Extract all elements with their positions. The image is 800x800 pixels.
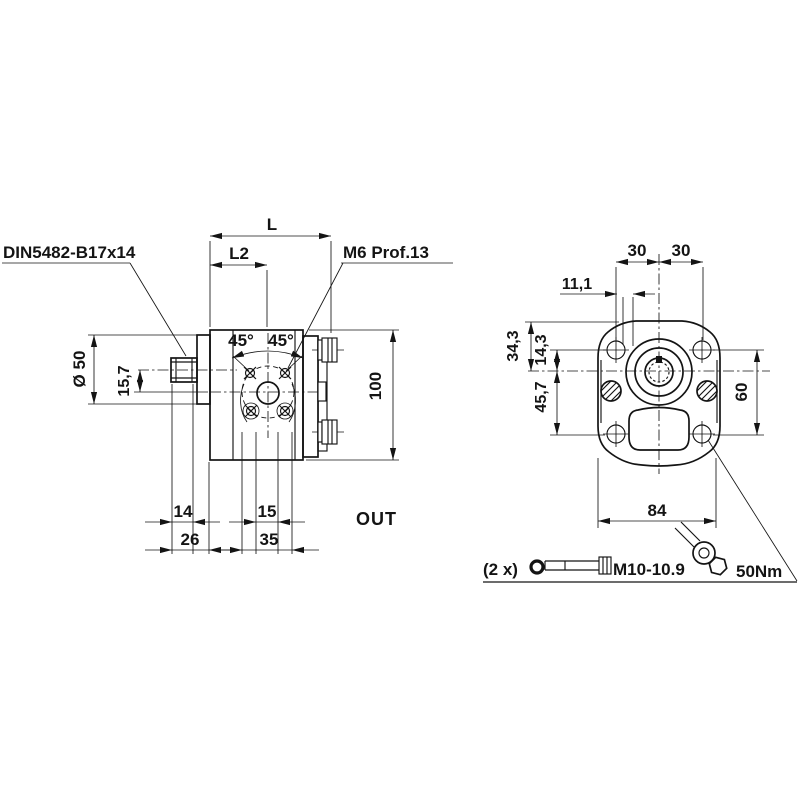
angle-annotation: 45° 45°	[228, 331, 304, 372]
torque-wrench-icon	[674, 521, 728, 576]
tapped-hole-icon	[243, 366, 292, 418]
rear-cover	[302, 335, 344, 458]
torque-value-label: 50Nm	[736, 562, 782, 581]
splined-shaft	[170, 357, 198, 383]
dim-L2: L2	[229, 244, 249, 263]
shaft-hub	[625, 338, 693, 406]
flange-bolt-holes	[603, 337, 715, 447]
angle-right-label: 45°	[268, 331, 294, 350]
bolt-thread-label: M10-10.9	[613, 560, 685, 579]
side-plug-right	[696, 380, 718, 402]
spline-spec-callout: DIN5482-B17x14	[2, 243, 187, 357]
dim-axis-offset: 15,7	[116, 365, 133, 396]
dim-11-1: 11,1	[562, 276, 592, 293]
dim-port-span: 35	[260, 530, 279, 549]
dim-30-right: 30	[672, 241, 691, 260]
bottom-port	[628, 406, 690, 451]
spline-spec-label: DIN5482-B17x14	[3, 243, 136, 262]
bolt-icon	[544, 556, 612, 575]
angle-left-label: 45°	[228, 331, 254, 350]
dim-14-3: 14,3	[533, 334, 550, 365]
front-view: 30 30 11,1 34,3 14,3 45,7 60	[505, 241, 770, 528]
rear-bolt-bottom	[317, 419, 338, 445]
shaft-pilot	[196, 334, 211, 405]
bolt-quantity-label: (2 x)	[483, 560, 518, 579]
side-port-boss	[317, 381, 327, 402]
note-leader-line	[707, 439, 798, 582]
thread-spec-label: M6 Prof.13	[343, 243, 429, 262]
front-centerlines	[528, 254, 770, 474]
dim-L: L	[267, 215, 277, 234]
washer-icon	[529, 559, 545, 575]
side-dimensions: L L2 Ø 50 15,7 100	[70, 215, 399, 554]
side-centerlines	[138, 333, 318, 438]
dim-45-7: 45,7	[533, 381, 550, 412]
rear-bolt-top	[317, 337, 338, 363]
dim-60: 60	[732, 383, 751, 402]
dim-pilot-diameter: Ø 50	[70, 351, 89, 388]
dim-height: 100	[366, 372, 385, 400]
out-port-label: OUT	[356, 509, 397, 529]
dim-34-3: 34,3	[505, 330, 522, 361]
dim-30-left: 30	[628, 241, 647, 260]
side-view: 45° 45° DIN5482-B17x14 M6 Prof.13 L L2	[2, 215, 453, 554]
front-dimensions: 30 30 11,1 34,3 14,3 45,7 60	[505, 241, 764, 528]
keyway-notch	[656, 356, 662, 363]
dim-spline-length: 14	[174, 502, 193, 521]
dim-shaft-length: 26	[181, 530, 200, 549]
fastener-note: (2 x) M10-10.9 50Nm	[483, 439, 798, 583]
dim-84: 84	[648, 501, 667, 520]
dim-port-width: 15	[258, 502, 277, 521]
gear-chamber	[240, 365, 296, 423]
thread-spec-callout: M6 Prof.13	[287, 243, 453, 369]
side-plug-left	[600, 380, 622, 402]
